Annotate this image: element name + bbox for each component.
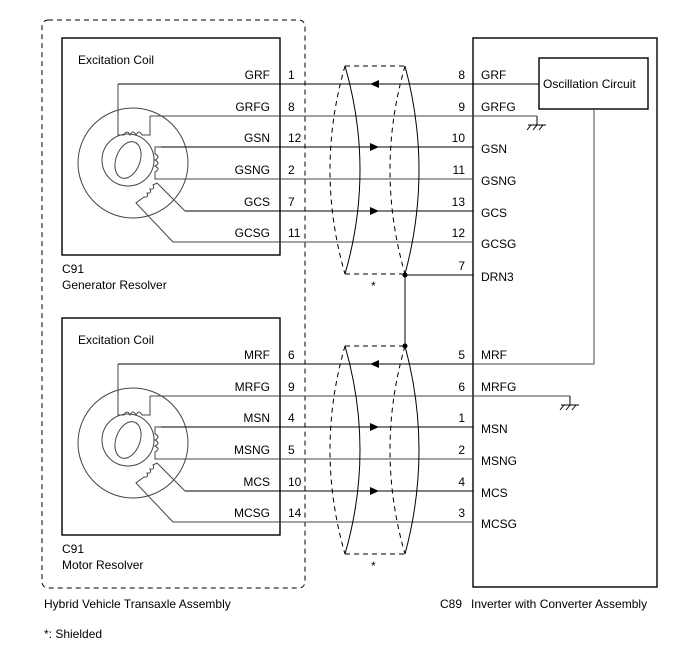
shield-icon [329, 345, 420, 555]
inverter-signal-mcs: MCS [481, 486, 508, 500]
transaxle-assembly-boundary [41, 19, 306, 589]
signal-mcsg: MCSG [234, 506, 270, 520]
inverter-signal-msng: MSNG [481, 454, 517, 468]
shield-icon [329, 65, 420, 275]
inverter-pin-gcs: 13 [452, 195, 466, 209]
signal-mrfg: MRFG [235, 380, 270, 394]
arrow-right-icon [370, 423, 379, 431]
inverter-pin-drn3: 7 [458, 259, 465, 273]
inverter-signal-mrf: MRF [481, 348, 507, 362]
inverter-pin-gsn: 10 [452, 131, 466, 145]
inverter-signal-msn: MSN [481, 422, 508, 436]
signal-mrf: MRF [244, 348, 270, 362]
junction-dot [402, 343, 408, 349]
shield-marker: * [371, 559, 376, 573]
inverter-signal-gcsg: GCSG [481, 237, 516, 251]
excitation-coil-label: Excitation Coil [78, 53, 154, 67]
ground-icon [526, 116, 546, 131]
inverter-signal-grfg: GRFG [481, 100, 516, 114]
transaxle-assembly-label: Hybrid Vehicle Transaxle Assembly [44, 597, 231, 611]
generator-connector: C91 [62, 262, 84, 276]
excitation-coil-icon [117, 364, 151, 417]
pin-gcs: 7 [288, 195, 295, 209]
pin-grf: 1 [288, 68, 295, 82]
signal-gsn: GSN [244, 131, 270, 145]
inverter-signal-gsn: GSN [481, 142, 507, 156]
arrow-right-icon [370, 207, 379, 215]
pin-gcsg: 11 [288, 226, 301, 240]
pin-msn: 4 [288, 411, 295, 425]
inverter-pin-mcs: 4 [458, 475, 465, 489]
inverter-signal-grf: GRF [481, 68, 506, 82]
pin-mrf: 6 [288, 348, 295, 362]
signal-mcs: MCS [243, 475, 270, 489]
inverter-connector: C89 [440, 597, 462, 611]
motor-resolver-label: Motor Resolver [62, 558, 143, 572]
pin-mcs: 10 [288, 475, 302, 489]
inverter-pin-gsng: 11 [453, 163, 466, 177]
pin-mcsg: 14 [288, 506, 302, 520]
inverter-signal-gcs: GCS [481, 206, 507, 220]
arrow-left-icon [370, 80, 379, 88]
inverter-pin-msng: 2 [458, 443, 465, 457]
resolver-rotor-icon [101, 133, 155, 187]
pin-gsn: 12 [288, 131, 302, 145]
shield-marker: * [371, 279, 376, 293]
inverter-signal-drn3: DRN3 [481, 270, 514, 284]
sin-coil-icon [153, 426, 161, 460]
ground-icon [559, 396, 579, 411]
mrf-oscillation-wire [473, 109, 595, 365]
signal-gsng: GSNG [235, 163, 270, 177]
inverter-pin-mrfg: 6 [458, 380, 465, 394]
oscillation-circuit-label: Oscillation Circuit [543, 77, 636, 91]
inverter-pin-msn: 1 [458, 411, 465, 425]
cos-coil-icon [135, 462, 186, 523]
signal-gcs: GCS [244, 195, 270, 209]
arrow-right-icon [370, 143, 379, 151]
sin-coil-icon [153, 146, 161, 180]
signal-grf: GRF [245, 68, 270, 82]
inverter-label: Inverter with Converter Assembly [471, 597, 647, 611]
cos-coil-icon [135, 182, 186, 243]
junction-dot [402, 272, 408, 278]
excitation-coil-icon [117, 84, 151, 137]
pin-mrfg: 9 [288, 380, 295, 394]
signal-gcsg: GCSG [235, 226, 270, 240]
arrow-left-icon [370, 360, 379, 368]
pin-grfg: 8 [288, 100, 295, 114]
resolver-stator-icon [77, 387, 189, 499]
pin-msng: 5 [288, 443, 295, 457]
inverter-pin-mcsg: 3 [458, 506, 465, 520]
inverter-signal-gsng: GSNG [481, 174, 516, 188]
signal-msn: MSN [243, 411, 270, 425]
arrow-right-icon [370, 487, 379, 495]
excitation-coil-label: Excitation Coil [78, 333, 154, 347]
inverter-pin-grfg: 9 [458, 100, 465, 114]
signal-grfg: GRFG [235, 100, 270, 114]
pin-gsng: 2 [288, 163, 295, 177]
inverter-pin-grf: 8 [458, 68, 465, 82]
resolver-rotor-icon [101, 413, 155, 467]
footnote: *: Shielded [44, 627, 102, 641]
motor-connector: C91 [62, 542, 84, 556]
signal-msng: MSNG [234, 443, 270, 457]
rotor-core-icon [114, 141, 142, 179]
inverter-pin-gcsg: 12 [452, 226, 466, 240]
resolver-stator-icon [77, 107, 189, 219]
rotor-core-icon [114, 421, 142, 459]
inverter-signal-mrfg: MRFG [481, 380, 516, 394]
generator-resolver-label: Generator Resolver [62, 278, 167, 292]
inverter-signal-mcsg: MCSG [481, 517, 517, 531]
inverter-pin-mrf: 5 [458, 348, 465, 362]
inverter-box [472, 37, 658, 588]
